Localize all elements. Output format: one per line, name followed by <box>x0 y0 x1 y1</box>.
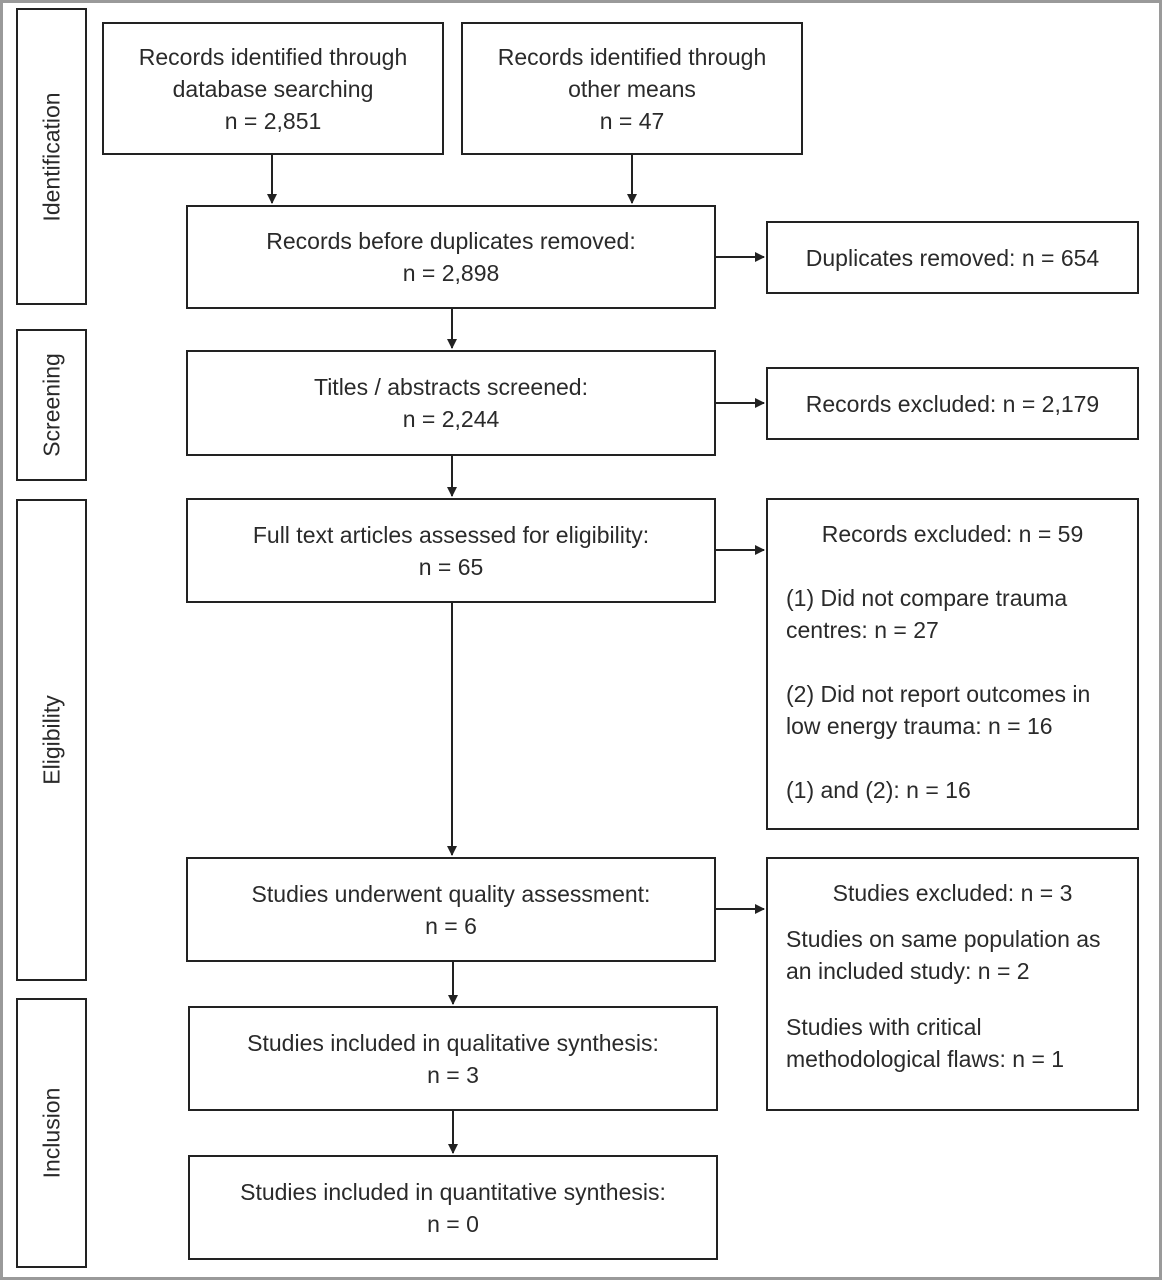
exclusion-reason-3: (1) and (2): n = 16 <box>786 777 971 803</box>
stage-screening: Screening <box>16 329 87 481</box>
full-text-excluded-box: Records excluded: n = 59 (1) Did not com… <box>766 498 1139 830</box>
quality-reason-2a: Studies with critical <box>786 1014 982 1040</box>
quality-excluded-title: Studies excluded: n = 3 <box>832 880 1073 906</box>
other-means-box: Records identified through other means n… <box>461 22 803 155</box>
quality-excluded-box: Studies excluded: n = 3 Studies on same … <box>766 857 1139 1111</box>
full-text-box: Full text articles assessed for eligibil… <box>186 498 716 603</box>
before-duplicates-count: n = 2,898 <box>402 260 500 286</box>
quality-reason-2b: methodological flaws: n = 1 <box>786 1046 1065 1072</box>
quantitative-synthesis-box: Studies included in quantitative synthes… <box>188 1155 718 1260</box>
exclusion-reason-2b: low energy trauma: n = 16 <box>786 713 1053 739</box>
stage-eligibility: Eligibility <box>16 499 87 981</box>
qualitative-synthesis-count: n = 3 <box>427 1061 479 1088</box>
exclusion-reason-1a: (1) Did not compare trauma <box>786 585 1068 611</box>
quality-assessment-count: n = 6 <box>425 912 477 939</box>
full-text-count: n = 65 <box>418 553 484 580</box>
screened-box: Titles / abstracts screened: n = 2,244 <box>186 350 716 456</box>
other-means-count: n = 47 <box>599 107 665 134</box>
quantitative-synthesis-label: Studies included in quantitative synthes… <box>240 1178 666 1205</box>
database-search-count: n = 2,851 <box>224 107 322 134</box>
full-text-excluded-title: Records excluded: n = 59 <box>821 521 1084 547</box>
exclusion-reason-2a: (2) Did not report outcomes in <box>786 681 1091 707</box>
stage-inclusion: Inclusion <box>16 998 87 1268</box>
exclusion-reason-1b: centres: n = 27 <box>786 617 939 643</box>
duplicates-removed-label: Duplicates removed: n = 654 <box>805 244 1100 271</box>
qualitative-synthesis-label: Studies included in qualitative synthesi… <box>247 1029 659 1056</box>
screened-label: Titles / abstracts screened: <box>314 374 588 400</box>
screened-count: n = 2,244 <box>402 406 500 432</box>
duplicates-removed-box: Duplicates removed: n = 654 <box>766 221 1139 294</box>
qualitative-synthesis-box: Studies included in qualitative synthesi… <box>188 1006 718 1111</box>
other-means-line2: other means <box>568 75 696 102</box>
quality-reason-1a: Studies on same population as <box>786 926 1101 952</box>
screen-excluded-label: Records excluded: n = 2,179 <box>805 390 1100 417</box>
full-text-label: Full text articles assessed for eligibil… <box>252 521 650 548</box>
screen-excluded-box: Records excluded: n = 2,179 <box>766 367 1139 440</box>
other-means-line1: Records identified through <box>497 43 767 70</box>
quality-assessment-label: Studies underwent quality assessment: <box>251 880 651 907</box>
quality-reason-1b: an included study: n = 2 <box>786 958 1030 984</box>
database-search-line1: Records identified through <box>138 43 408 70</box>
quality-assessment-box: Studies underwent quality assessment: n … <box>186 857 716 962</box>
quantitative-synthesis-count: n = 0 <box>427 1210 479 1237</box>
database-search-box: Records identified through database sear… <box>102 22 444 155</box>
database-search-line2: database searching <box>172 75 374 102</box>
stage-identification: Identification <box>16 8 87 305</box>
before-duplicates-box: Records before duplicates removed: n = 2… <box>186 205 716 309</box>
before-duplicates-label: Records before duplicates removed: <box>266 228 636 254</box>
